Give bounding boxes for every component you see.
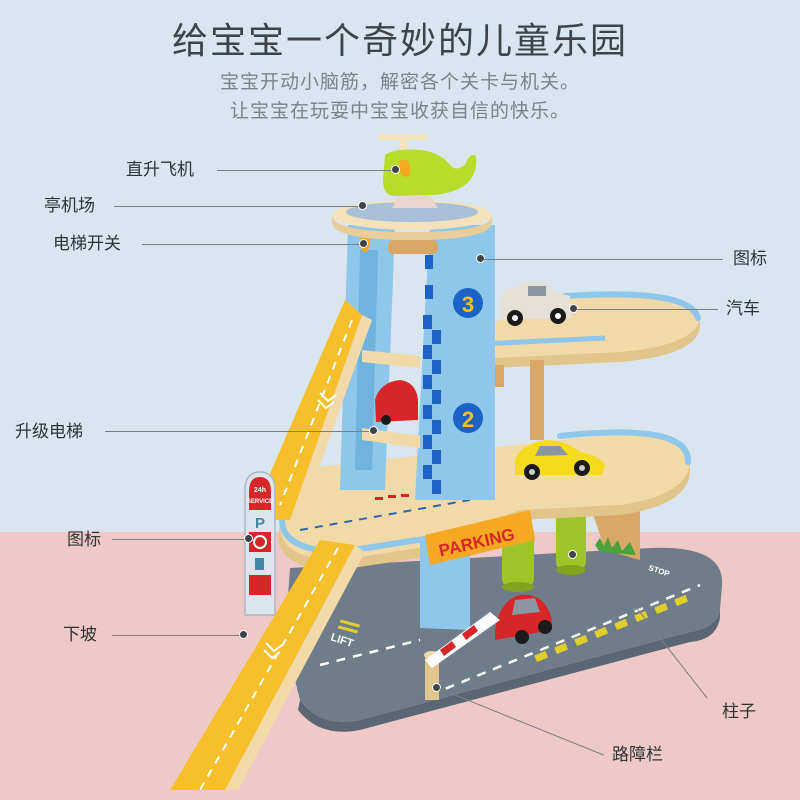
- leader-line-helipad: [114, 206, 362, 207]
- service-sign-service: SERVICE: [247, 499, 273, 505]
- red-car-elevator: [375, 380, 418, 422]
- callout-dot-elevator-switch: [359, 239, 368, 248]
- leader-line-helicopter: [217, 170, 395, 171]
- label-helicopter: 直升飞机: [126, 160, 194, 180]
- elevator-platform-upper: [362, 350, 420, 368]
- leader-line-elevator-switch: [142, 244, 363, 245]
- leader-line-icon-sign: [112, 539, 248, 540]
- callout-dot-icon-sign: [244, 534, 253, 543]
- callout-dot-pillar: [568, 550, 577, 559]
- label-elevator: 升级电梯: [15, 422, 83, 442]
- page-title: 给宝宝一个奇妙的儿童乐园: [171, 21, 628, 62]
- level-2-badge: [453, 403, 483, 433]
- callout-dot-barrier: [432, 683, 441, 692]
- service-sign-24h: 24h: [254, 487, 266, 494]
- leader-line-elevator: [105, 431, 373, 432]
- callout-dot-helipad: [358, 201, 367, 210]
- leader-line-car: [576, 309, 718, 310]
- leader-line-icon-tower: [483, 259, 723, 260]
- label-helipad: 亭机场: [44, 196, 95, 216]
- level-3-number: 3: [462, 292, 474, 317]
- subtitle-line-2: 让宝宝在玩耍中宝宝收获自信的快乐。: [229, 100, 570, 122]
- level-2-number: 2: [462, 407, 474, 432]
- label-icon-sign: 图标: [67, 530, 101, 550]
- service-sign-p: P: [255, 515, 265, 532]
- level-3-badge: [453, 288, 483, 318]
- parking-sign: [425, 510, 535, 565]
- callout-dot-helicopter: [391, 165, 400, 174]
- pillar-back: [556, 510, 586, 570]
- label-barrier: 路障栏: [612, 745, 663, 765]
- callout-dot-ramp: [239, 630, 248, 639]
- wrench-icon: [253, 535, 267, 549]
- subtitle-line-1: 宝宝开动小脑筋，解密各个关卡与机关。: [219, 71, 580, 93]
- lower-ramp: [170, 540, 355, 790]
- label-ramp: 下坡: [63, 625, 97, 645]
- label-icon-tower: 图标: [733, 249, 767, 269]
- label-pillar: 柱子: [722, 702, 756, 722]
- leader-line-ramp: [112, 635, 243, 636]
- callout-dot-icon-tower: [476, 254, 485, 263]
- callout-dot-elevator: [369, 426, 378, 435]
- callout-dot-car: [569, 304, 578, 313]
- label-car: 汽车: [726, 299, 760, 319]
- label-elevator-switch: 电梯开关: [53, 234, 121, 254]
- upper-ramp: [250, 300, 362, 520]
